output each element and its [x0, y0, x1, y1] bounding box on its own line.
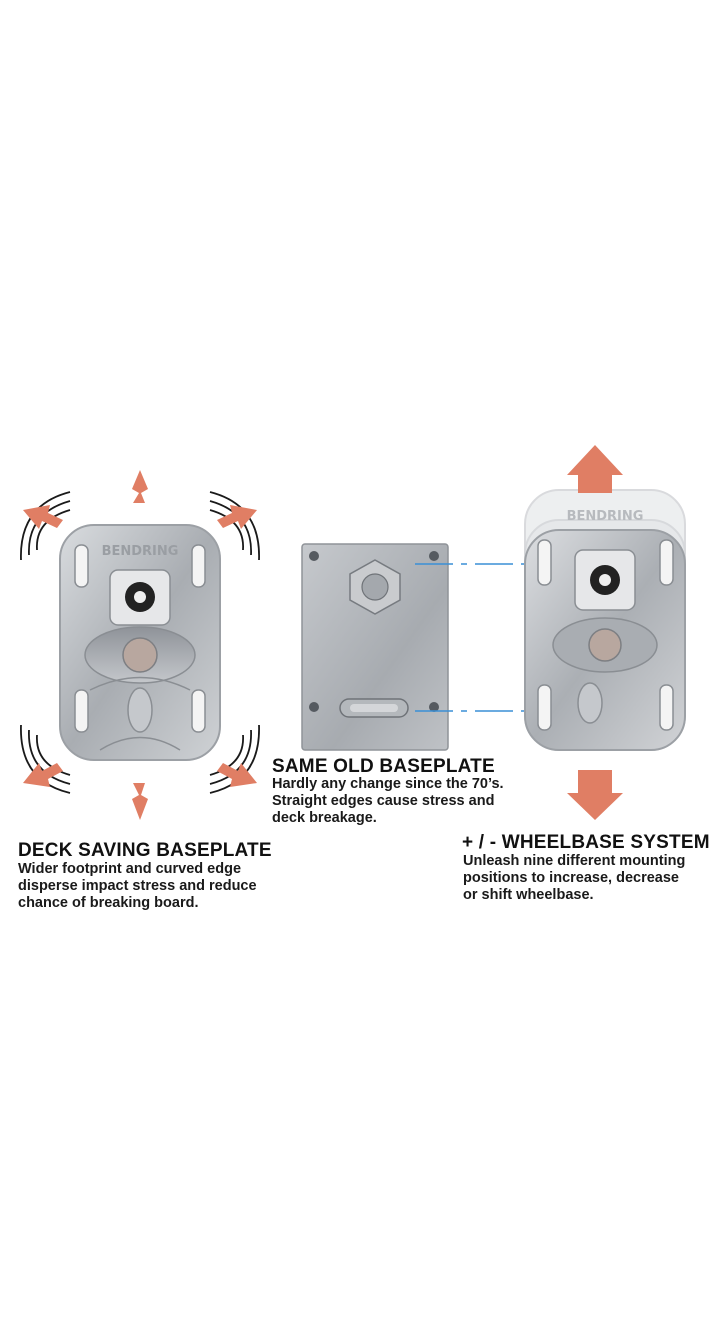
wheelbase-system-description: Unleash nine different mounting position…	[463, 853, 713, 904]
description-line: disperse impact stress and reduce	[18, 878, 257, 894]
same-old-baseplate-illustration	[301, 543, 449, 751]
description-line: or shift wheelbase.	[463, 887, 594, 903]
arrow-down-icon	[132, 783, 148, 820]
flat-baseplate	[301, 543, 449, 751]
arrow-downleft-icon	[23, 763, 63, 787]
description-line: chance of breaking board.	[18, 895, 199, 911]
arrow-upleft-icon	[23, 505, 63, 529]
arrow-up-icon	[132, 470, 148, 503]
arrow-upright-icon	[217, 505, 257, 529]
same-old-baseplate-description: Hardly any change since the 70’s. Straig…	[272, 776, 532, 827]
deck-saving-baseplate-description: Wider footprint and curved edge disperse…	[18, 861, 298, 912]
wheelbase-system-illustration: BENDRING	[524, 445, 686, 820]
wheelbase-arrows	[567, 445, 623, 820]
description-line: Hardly any change since the 70’s.	[272, 776, 504, 792]
arrow-downright-icon	[217, 763, 257, 787]
arrow-down-icon	[567, 770, 623, 820]
bendring-lettering: BENDRING	[102, 544, 179, 559]
deck-saving-baseplate-illustration: BENDRING	[20, 470, 260, 820]
arrow-up-icon	[567, 445, 623, 493]
bendring-lettering: BENDRING	[567, 509, 644, 524]
description-line: Wider footprint and curved edge	[18, 861, 242, 877]
same-old-baseplate-heading: SAME OLD BASEPLATE	[272, 756, 495, 777]
deck-saving-baseplate-heading: DECK SAVING BASEPLATE	[18, 840, 272, 861]
description-line: positions to increase, decrease	[463, 870, 679, 886]
bolt-holes	[309, 551, 439, 712]
description-line: Straight edges cause stress and	[272, 793, 495, 809]
description-line: deck breakage.	[272, 810, 377, 826]
stress-arrows	[23, 470, 257, 820]
mounting-slots	[74, 544, 206, 733]
wheelbase-system-heading: + / - WHEELBASE SYSTEM	[462, 832, 710, 853]
description-line: Unleash nine different mounting	[463, 853, 686, 869]
mounting-slots	[537, 539, 674, 731]
